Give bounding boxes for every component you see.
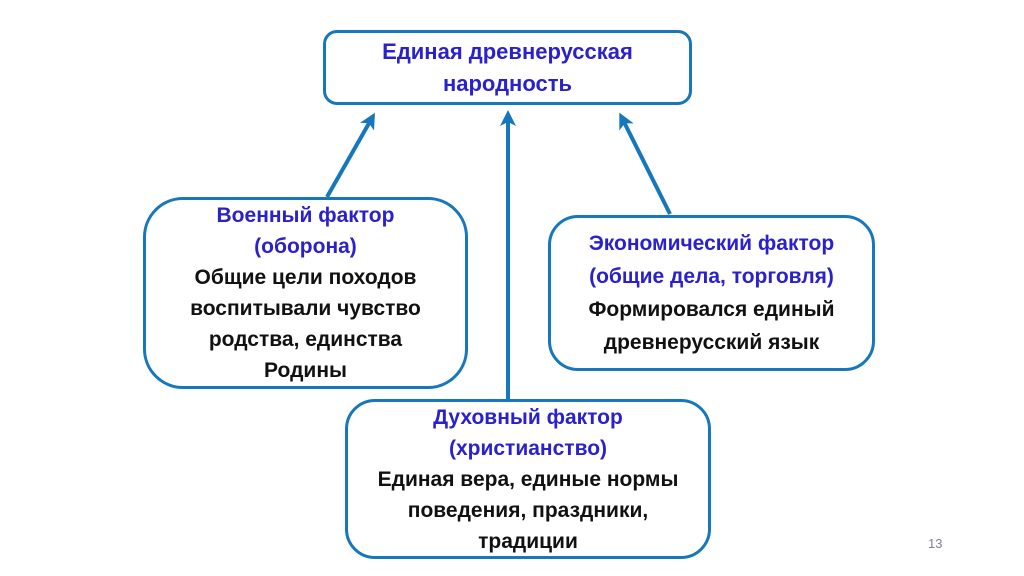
node-spiritual-factor: Духовный фактор (христианство) Единая ве… [345,399,711,559]
military-factor-heading: Военный фактор (оборона) [216,204,395,258]
node-root: Единая древнерусская народность [323,30,692,105]
node-military-factor: Военный фактор (оборона) Общие цели похо… [143,197,468,389]
spiritual-factor-heading: Духовный фактор (христианство) [433,405,623,460]
military-factor-body: Общие цели походов воспитывали чувство р… [190,266,421,382]
arrow-economic-to-root [619,112,672,215]
economic-factor-body: Формировался единый древнерусский язык [588,298,835,354]
page-number: 13 [928,536,943,551]
root-title: Единая древнерусская народность [382,38,633,96]
spiritual-factor-body: Единая вера, единые нормы поведения, пра… [377,467,679,553]
node-economic-factor: Экономический фактор (общие дела, торгов… [548,215,875,371]
economic-factor-heading: Экономический фактор (общие дела, торгов… [588,232,835,288]
arrow-military-to-root [325,112,375,198]
